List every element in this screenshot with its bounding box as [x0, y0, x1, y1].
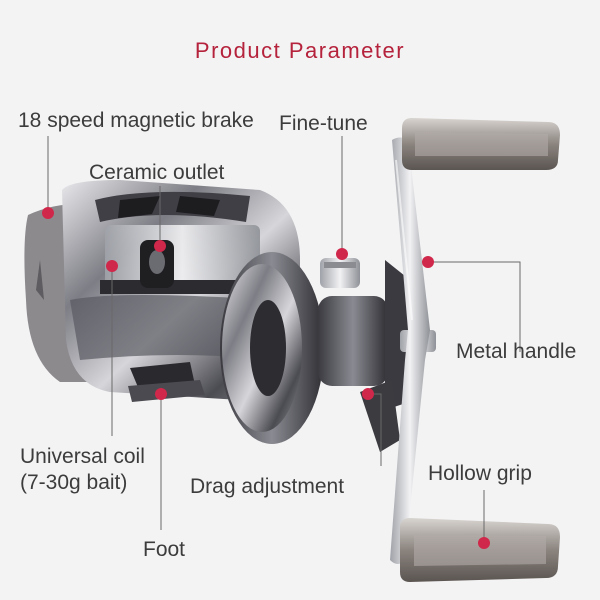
marker-universal-coil — [106, 260, 118, 272]
handle-arm — [390, 137, 430, 564]
label-ceramic-outlet: Ceramic outlet — [89, 161, 225, 184]
page-title: Product Parameter — [194, 38, 406, 63]
marker-brake — [42, 207, 54, 219]
marker-drag — [362, 388, 374, 400]
label-drag-adjustment: Drag adjustment — [190, 475, 345, 498]
reel-right-plate — [220, 252, 324, 444]
bottom-grip-knob — [400, 518, 560, 582]
leader-lines — [47, 136, 521, 543]
callout-markers — [42, 207, 490, 549]
reel-foot — [128, 362, 205, 402]
marker-ceramic-outlet — [154, 240, 166, 252]
marker-metal-handle — [422, 256, 434, 268]
label-universal-coil-line2: (7-30g bait) — [20, 471, 128, 494]
label-magnetic-brake: 18 speed magnetic brake — [18, 109, 254, 132]
label-universal-coil-line1: Universal coil — [20, 445, 145, 468]
line-guide — [140, 240, 174, 288]
marker-fine-tune — [336, 248, 348, 260]
marker-foot — [155, 388, 167, 400]
label-fine-tune: Fine-tune — [279, 112, 368, 135]
fine-tune-knob — [320, 258, 360, 288]
label-foot: Foot — [143, 538, 186, 561]
marker-hollow-grip — [478, 537, 490, 549]
label-hollow-grip: Hollow grip — [428, 462, 532, 485]
top-grip-knob — [402, 118, 560, 170]
label-metal-handle: Metal handle — [456, 340, 577, 363]
